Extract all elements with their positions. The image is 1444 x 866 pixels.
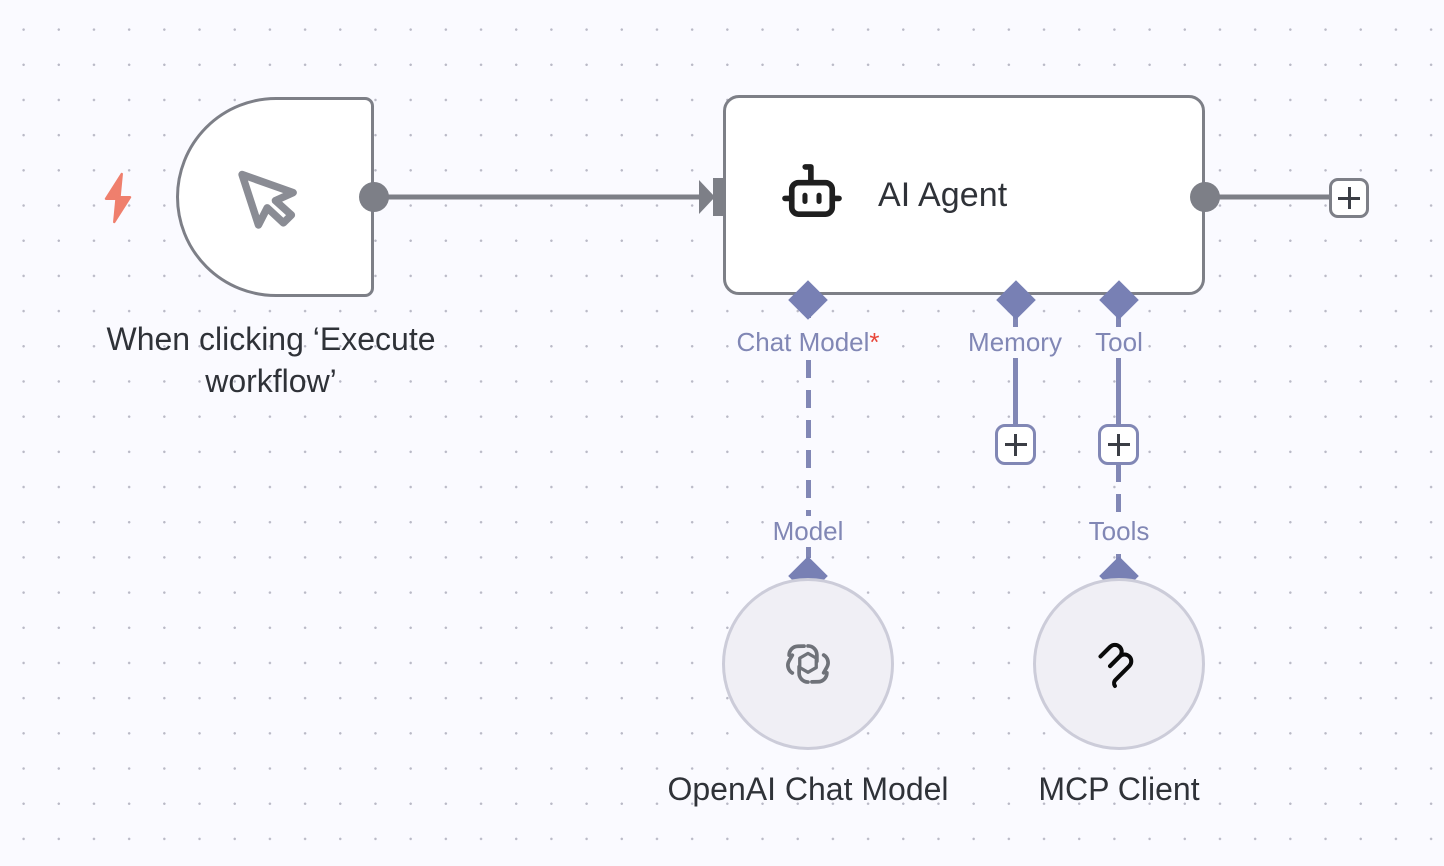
trigger-output-endpoint[interactable] [359,182,389,212]
node-ai-agent[interactable]: AI Agent [723,95,1205,295]
edge-chat-model [805,300,811,576]
add-tool-node-button[interactable] [1098,424,1139,465]
add-memory-node-button[interactable] [995,424,1036,465]
agent-output-endpoint[interactable] [1190,182,1220,212]
mcp-connector-label: Tools [1084,516,1154,547]
agent-port-chat-model-label: Chat Model* [732,327,884,358]
mcp-logo-icon [1098,642,1134,688]
plus-icon [1107,433,1130,456]
openai-logo-icon [786,644,830,684]
agent-port-tool-label: Tool [1091,327,1147,358]
port-label-text: Memory [968,327,1062,357]
port-label-text: Tool [1095,327,1143,357]
plus-icon [1338,187,1360,209]
robot-icon [782,164,842,217]
port-label-text: Chat Model [736,327,870,357]
chat-model-connector-label: Model [768,516,848,547]
add-output-node-button[interactable] [1329,178,1369,218]
agent-node-title: AI Agent [878,175,1008,214]
required-marker: * [869,327,880,357]
node-openai-chat-model[interactable] [722,578,894,750]
edge-memory [1013,300,1018,428]
agent-port-memory-label: Memory [964,327,1066,358]
edge-tool-upper [1116,300,1121,428]
node-when-clicking-execute-workflow[interactable] [176,97,374,297]
agent-input-endpoint[interactable] [699,178,733,218]
node-mcp-client[interactable] [1033,578,1205,750]
openai-chat-model-caption: OpenAI Chat Model [667,771,949,807]
mcp-client-caption: MCP Client [1038,771,1200,807]
cursor-pointer-icon [238,170,297,229]
plus-icon [1004,433,1027,456]
trigger-node-caption: When clicking ‘Execute workflow’ [106,321,436,400]
lightning-bolt-icon [100,172,136,224]
